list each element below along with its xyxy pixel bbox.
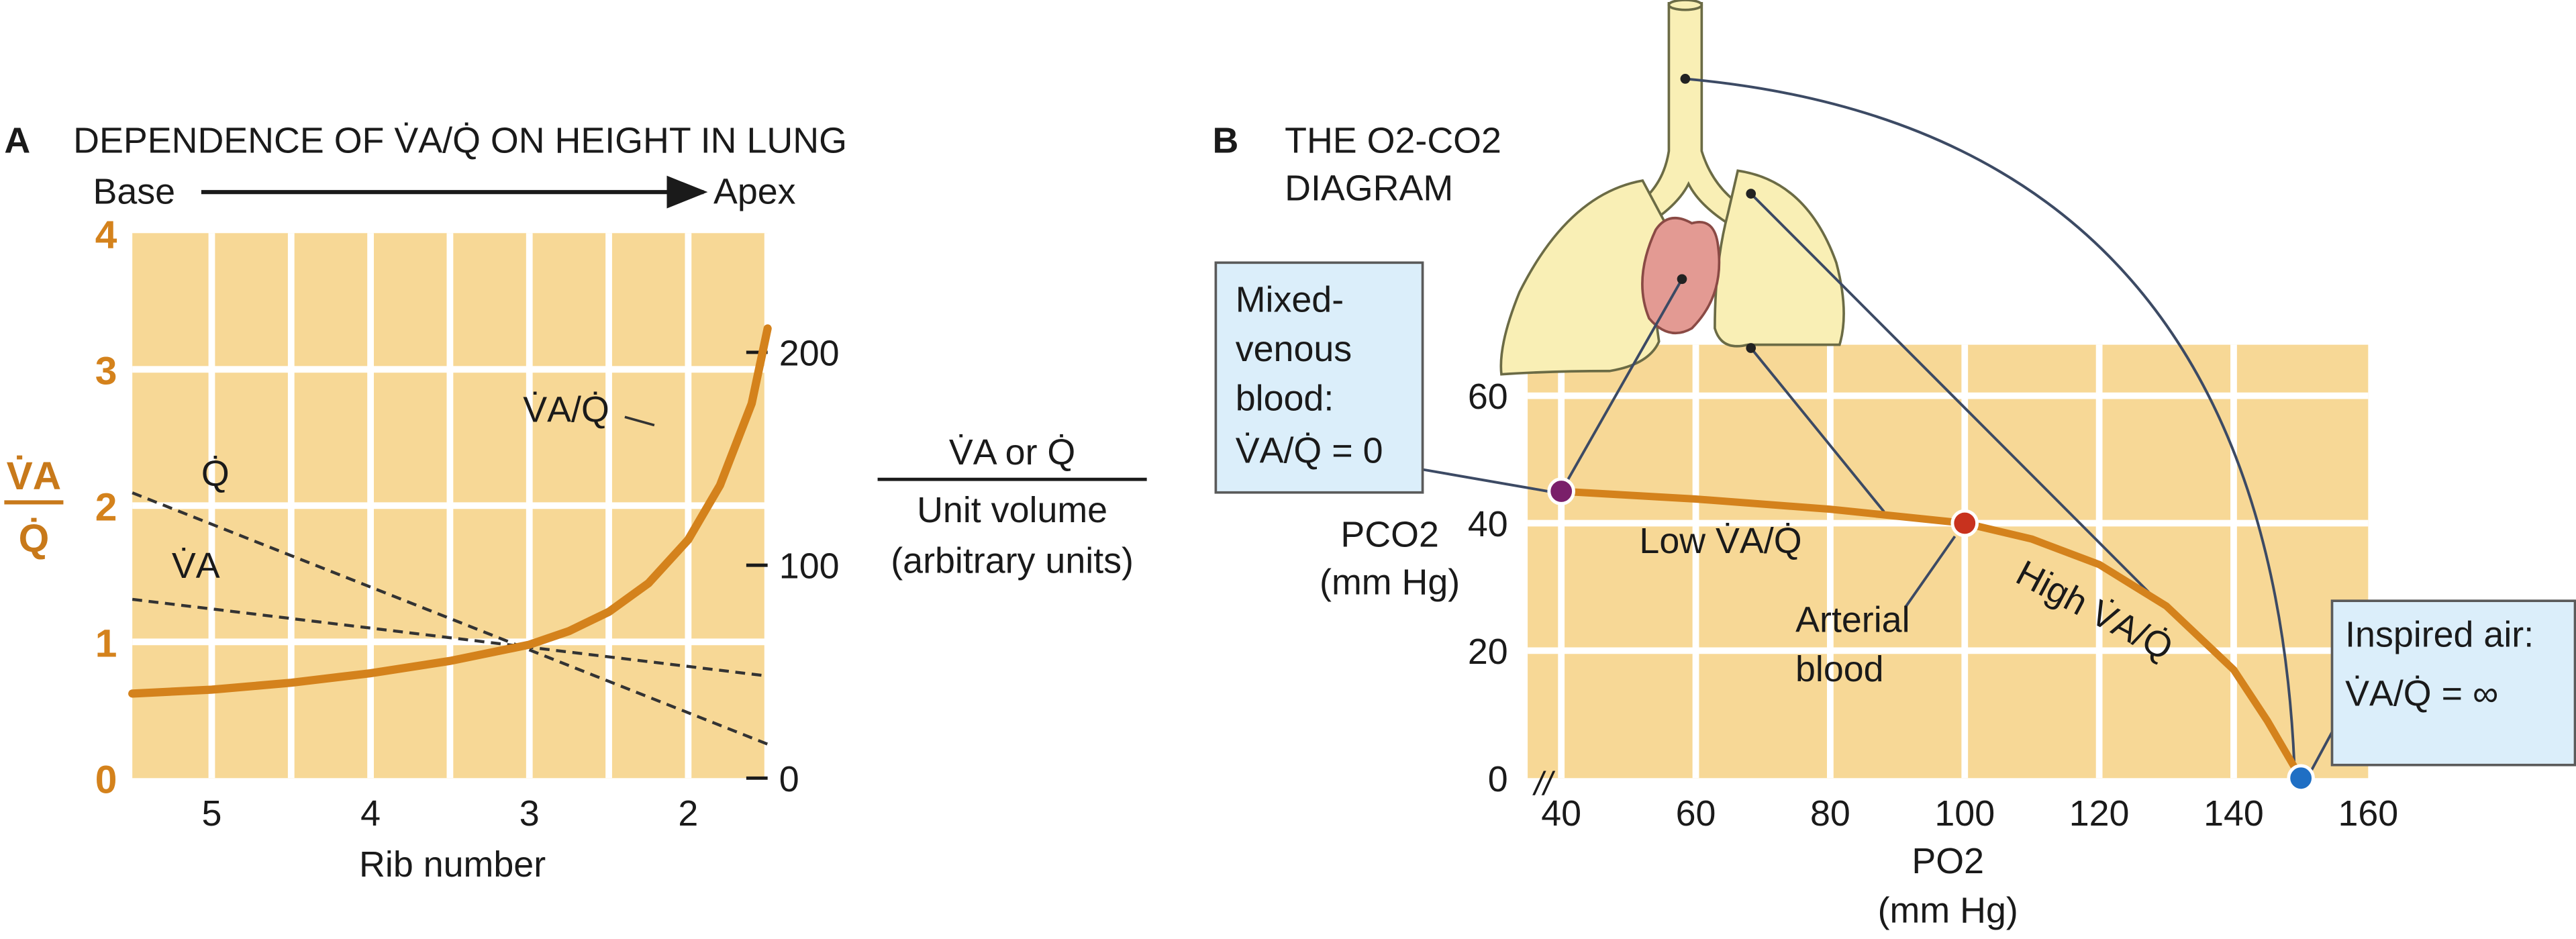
panel-b-x-tick-label: 80: [1810, 793, 1850, 834]
upper-lung-to-high-vaq-line: [1750, 193, 2154, 598]
mixed-venous-box: [1214, 261, 1424, 494]
mixed-venous-line4: V̇A/Q̇ = 0: [1236, 431, 1383, 471]
lungs-illustration: [1499, 0, 1845, 376]
panel-a-left-tick-label: 1: [95, 622, 117, 665]
inspired-air-line1: Inspired air:: [2345, 615, 2534, 655]
right-axis-label-mid: Unit volume: [917, 490, 1107, 530]
upper-lung-anchor-dot: [1746, 189, 1756, 199]
mixed-venous-line3: blood:: [1236, 378, 1334, 418]
trachea-to-inspired-air-line: [1685, 77, 2296, 765]
panel-b-y-tick-label: 0: [1488, 759, 1508, 799]
left-axis-label-num: V̇A: [7, 454, 62, 498]
panel-b-x-axis: 40 60 80 100 120 140 160: [1541, 793, 2398, 834]
vaq-curve: [128, 324, 772, 698]
panel-b: B THE O2-CO2 DIAGRAM 0 20 40 60 40 60 80 100 12…: [1212, 0, 2576, 931]
panel-b-x-tick-label: 100: [1934, 793, 1995, 834]
panel-b-y-axis: 0 20 40 60: [1468, 377, 1508, 799]
lower-lung-to-low-vaq-line: [1750, 347, 1885, 513]
panel-a-x-tick-label: 2: [678, 793, 698, 834]
panel-b-xlabel-line2: (mm Hg): [1878, 891, 2018, 931]
right-lung: [1714, 169, 1845, 348]
inspired-air-box: [2330, 599, 2576, 767]
panel-b-y-tick-label: 40: [1468, 504, 1508, 544]
panel-b-points: [1547, 477, 2315, 793]
axis-break-mark: //: [1532, 766, 1556, 802]
panel-a-grid: [132, 233, 771, 779]
panel-a-left-tick-label: 0: [95, 758, 117, 801]
panel-a-left-axis: 0 1 2 3 4: [95, 213, 117, 801]
panel-b-letter: B: [1212, 120, 1238, 160]
low-vaq-label: Low V̇A/Q̇: [1639, 521, 1801, 561]
panel-b-xlabel-line1: PO2: [1912, 841, 1984, 881]
panel-a-letter: A: [4, 120, 30, 160]
inspired-air-callout-pointer: [2310, 731, 2334, 773]
mixed-venous-line1: Mixed-: [1236, 280, 1344, 320]
panel-a-xlabel: Rib number: [359, 844, 546, 885]
va-dashed-line: [132, 597, 768, 678]
panel-a-x-tick-label: 5: [202, 793, 222, 834]
arterial-label-line1: Arterial: [1795, 600, 1910, 640]
panel-b-plot-area: [1528, 344, 2369, 779]
heart-anchor-dot: [1677, 274, 1687, 285]
right-axis-label-top: V̇A or Q̇: [949, 432, 1075, 473]
panel-a-left-tick-label: 3: [95, 349, 117, 393]
inspired-air-line2: V̇A/Q̇ = ∞: [2345, 674, 2498, 714]
panel-b-x-tick-label: 120: [2069, 793, 2130, 834]
trachea-top: [1667, 0, 1703, 11]
panel-b-x-tick-label: 160: [2338, 793, 2398, 834]
arterial-blood-point: [1950, 509, 1979, 538]
panel-a-right-tick-label: 200: [779, 333, 840, 373]
va-curve-label: V̇A: [172, 546, 220, 586]
panel-a-x-axis: 5 4 3 2: [202, 793, 699, 834]
panel-a-left-tick-label: 4: [95, 213, 117, 256]
base-label: Base: [93, 171, 175, 211]
panel-b-ylabel-line2: (mm Hg): [1320, 562, 1460, 602]
mixed-venous-line2: venous: [1236, 329, 1352, 369]
vaq-line: [1557, 487, 2305, 782]
panel-a-right-tick-label: 100: [779, 546, 840, 587]
panel-a-left-tick-label: 2: [95, 485, 117, 529]
mixed-venous-point: [1547, 477, 1575, 505]
lower-lung-anchor-dot: [1746, 343, 1756, 353]
vaq-label-leader: [624, 415, 655, 427]
inspired-air-point: [2287, 764, 2315, 793]
panel-b-y-tick-label: 60: [1468, 377, 1508, 417]
mixed-venous-callout-pointer: [1422, 468, 1548, 493]
inspired-air-callout: Inspired air: V̇A/Q̇ = ∞: [2330, 599, 2576, 767]
panel-a-x-tick-label: 4: [360, 793, 381, 834]
panel-a-x-tick-label: 3: [519, 793, 540, 834]
panel-a-right-axis: 0 100 200: [746, 333, 840, 799]
heart-to-mixed-venous-line: [1560, 278, 1683, 492]
panel-b-ylabel-line1: PCO2: [1340, 514, 1439, 554]
panel-b-x-tick-label: 140: [2203, 793, 2264, 834]
mixed-venous-callout: Mixed- venous blood: V̇A/Q̇ = 0: [1214, 261, 1424, 494]
arterial-label-pointer: [1904, 535, 1956, 609]
arterial-label-line2: blood: [1795, 649, 1884, 689]
panel-a: A DEPENDENCE OF V̇A/Q̇ ON HEIGHT IN LUNG…: [4, 120, 1147, 885]
panel-a-title: DEPENDENCE OF V̇A/Q̇ ON HEIGHT IN LUNG: [73, 120, 847, 160]
right-axis-label-bot: (arbitrary units): [891, 541, 1134, 581]
panel-b-y-tick-label: 20: [1468, 632, 1508, 672]
panel-b-title-line1: THE O2-CO2: [1285, 120, 1501, 160]
panel-b-title-line2: DIAGRAM: [1285, 168, 1453, 208]
vaq-curve-label: V̇A/Q̇: [523, 390, 609, 430]
panel-b-x-tick-label: 40: [1541, 793, 1581, 834]
q-curve-label: Q̇: [201, 454, 230, 494]
trachea-anchor-dot: [1680, 74, 1691, 84]
apex-label: Apex: [713, 171, 796, 211]
left-axis-label-den: Q̇: [19, 517, 50, 560]
panel-b-x-tick-label: 60: [1676, 793, 1716, 834]
panel-a-right-tick-label: 0: [779, 759, 799, 799]
lung-connector-lines: [1422, 74, 2334, 773]
